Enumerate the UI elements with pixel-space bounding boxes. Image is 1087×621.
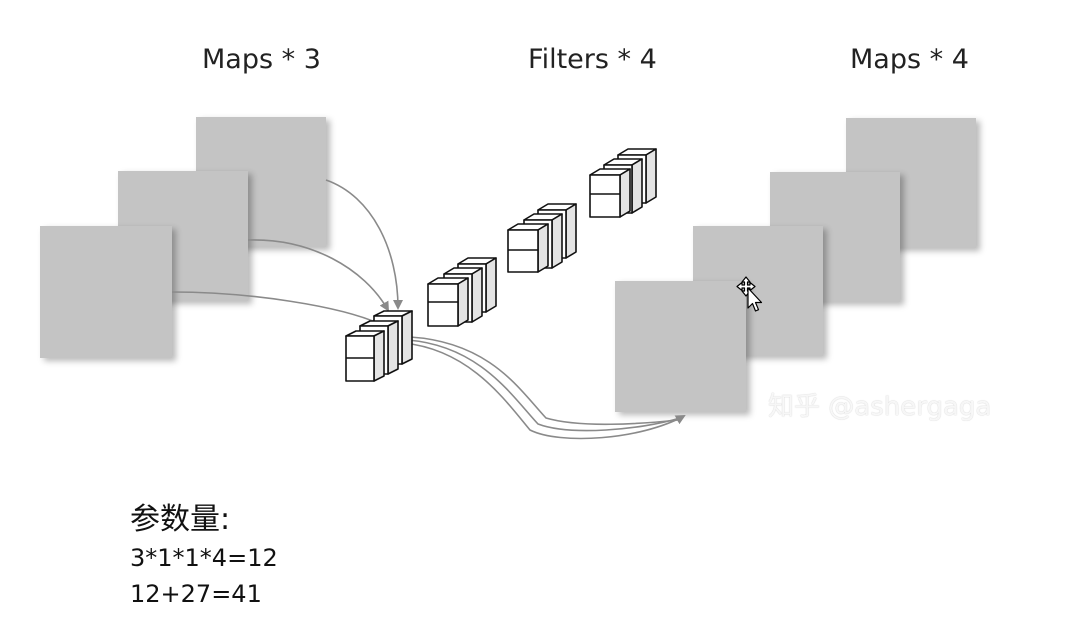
arrow-to-output-c: [409, 336, 679, 426]
move-cursor-icon: [736, 276, 763, 312]
output-map-1: [615, 281, 746, 412]
filters-heading: Filters * 4: [528, 44, 657, 75]
notes-line-2: 12+27=41: [130, 580, 262, 608]
notes-title: 参数量:: [130, 502, 231, 537]
watermark: 知乎 @ashergaga: [768, 392, 992, 422]
filter-cube-1: [345, 310, 413, 382]
arrow-from-map-1: [171, 291, 382, 326]
filter-cube-3: [507, 203, 577, 273]
arrow-to-output-b: [407, 339, 681, 432]
arrow-to-output-a: [403, 342, 686, 440]
arrow-from-map-2: [247, 239, 389, 312]
filter-cube-2: [427, 257, 497, 327]
filter-cube-4: [589, 148, 657, 218]
input-maps-heading: Maps * 3: [202, 44, 321, 75]
output-maps-heading: Maps * 4: [850, 44, 969, 75]
notes-line-1: 3*1*1*4=12: [130, 544, 278, 572]
input-map-1: [40, 226, 172, 358]
arrow-from-map-3: [325, 179, 403, 310]
parameter-notes: 参数量: 3*1*1*4=12 12+27=41: [130, 500, 278, 612]
